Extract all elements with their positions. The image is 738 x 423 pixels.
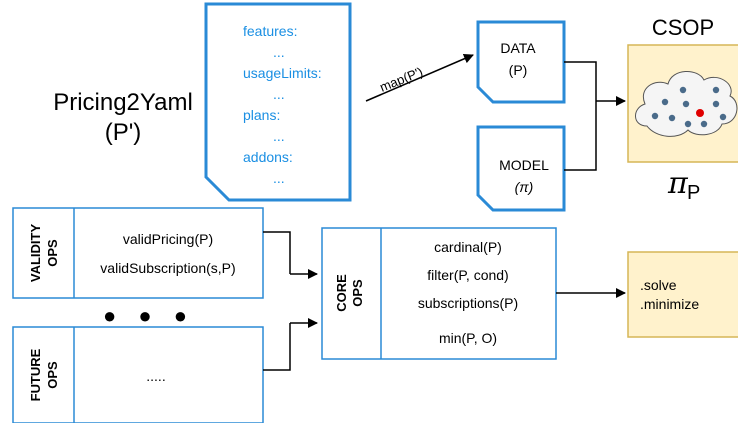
core-op: cardinal(P) (434, 239, 502, 255)
ellipsis-dots: ● ● ● (103, 303, 195, 328)
solve-box: .solve .minimize (627, 251, 738, 338)
model-document: MODEL (π) (476, 125, 566, 212)
validity-ops-box: VALIDITY OPS validPricing(P) validSubscr… (12, 207, 264, 299)
map-label: map(P') (378, 64, 425, 95)
data-title: DATA (500, 40, 536, 56)
point (712, 100, 720, 108)
optimal-point (696, 109, 704, 117)
yaml-line: plans: (243, 107, 280, 123)
point (682, 100, 690, 108)
core-op: min(P, O) (439, 330, 497, 346)
future-label-line2: OPS (45, 361, 60, 389)
core-label-line2: OPS (350, 279, 365, 307)
core-op: subscriptions(P) (418, 295, 518, 311)
core-op: filter(P, cond) (427, 267, 508, 283)
data-document: DATA (P) (476, 20, 566, 104)
future-content: ..... (146, 368, 165, 384)
future-ops-box: FUTURE OPS ..... (12, 326, 264, 423)
title-line1: Pricing2Yaml (53, 89, 193, 116)
yaml-line: addons: (243, 149, 293, 165)
yaml-document: features: ... usageLimits: ... plans: ..… (204, 2, 352, 202)
csop-caption-sub: P (687, 182, 700, 204)
map-arrow (365, 53, 474, 102)
csop-caption-symbol: π (667, 166, 689, 201)
yaml-line: usageLimits: (243, 65, 322, 81)
title-line2: (P') (105, 119, 142, 146)
point (661, 98, 669, 106)
validity-connector (263, 231, 291, 274)
point (684, 120, 692, 128)
model-param: (π) (515, 179, 534, 195)
point (668, 114, 676, 122)
model-connector (564, 101, 597, 171)
yaml-line: ... (273, 86, 285, 102)
validity-label-line2: OPS (45, 239, 60, 267)
validity-op: validSubscription(s,P) (100, 260, 235, 276)
point (719, 113, 727, 121)
data-connector (564, 61, 597, 101)
point (712, 86, 720, 94)
data-param: (P) (509, 62, 528, 78)
validity-op: validPricing(P) (123, 231, 213, 247)
solve-line: .solve (640, 277, 677, 293)
point (651, 112, 659, 120)
core-ops-box: CORE OPS cardinal(P) filter(P, cond) sub… (321, 227, 557, 360)
solution-points (651, 86, 727, 128)
point (700, 120, 708, 128)
validity-label-line1: VALIDITY (28, 224, 43, 283)
model-title: MODEL (499, 157, 549, 173)
point (679, 86, 687, 94)
yaml-line: features: (243, 23, 297, 39)
csop-title: CSOP (652, 15, 714, 40)
yaml-line: ... (273, 170, 285, 186)
yaml-line: ... (273, 128, 285, 144)
future-label-line1: FUTURE (28, 348, 43, 401)
future-connector (263, 323, 291, 371)
solve-line: .minimize (640, 296, 699, 312)
yaml-line: ... (273, 44, 285, 60)
core-label-line1: CORE (334, 274, 349, 312)
